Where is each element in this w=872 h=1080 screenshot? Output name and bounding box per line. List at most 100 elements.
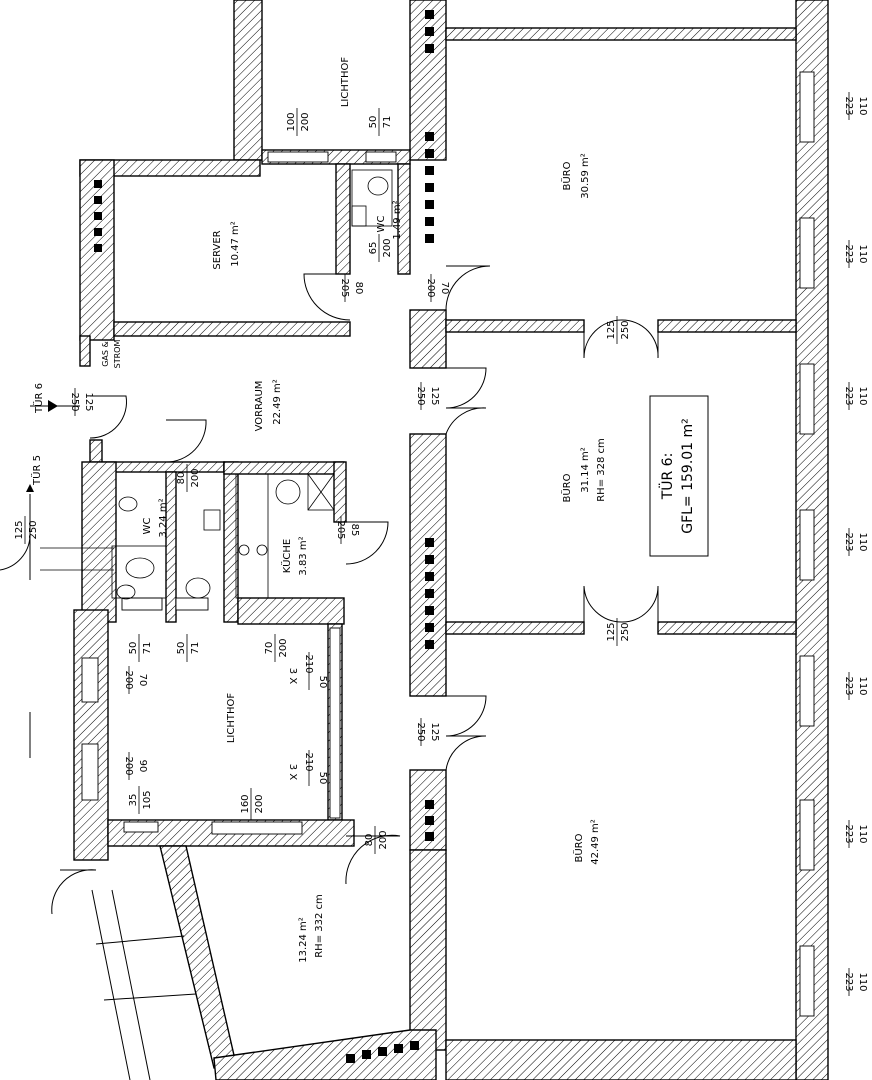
room-lichthof-top-name: LICHTHOF — [340, 57, 351, 108]
fixtures — [40, 169, 393, 600]
room-wc-left-area: 3.24 m² — [158, 498, 169, 537]
dim-rwin-1-h: 223 — [843, 96, 854, 115]
dim-buero-div-door-2-h: 250 — [620, 622, 631, 641]
dim-buero1-door-w: 70 — [439, 282, 450, 295]
wall-buero-div-1b — [657, 319, 797, 333]
dim-rwin-2-w: 110 — [857, 244, 868, 263]
dim-kueche-door-h: 205 — [335, 520, 346, 539]
dim-buero-div-door-1-w: 125 — [606, 320, 617, 339]
dim-tuer6-door-w: 125 — [83, 392, 94, 411]
dim-lichthof-left-win-2-h: 200 — [123, 756, 134, 775]
room-wc-top-area: 1.49 m² — [392, 200, 403, 239]
shaft-markers — [94, 10, 434, 1063]
wall-bottom-left — [159, 845, 237, 1069]
dim-rwin-7-h: 223 — [843, 972, 854, 991]
dim-lichthof-window-h: 200 — [300, 112, 311, 131]
dimensions: 100 200 50 71 65 200 205 80 200 70 125 2… — [14, 92, 868, 996]
dim-lichthof-right-2-h: 210 — [303, 752, 314, 771]
wall-left-upper — [79, 335, 91, 367]
dim-wc-door-w: 65 — [368, 242, 379, 255]
dim-wc-left-door-w: 80 — [176, 472, 187, 485]
room-bottom-height: RH= 332 cm — [314, 894, 325, 958]
wall-server-bottom — [113, 321, 351, 337]
dim-bottom-door-h: 200 — [378, 830, 389, 849]
room-vorraum-area: 22.49 m² — [272, 379, 283, 425]
dim-wc-win-1-h: 71 — [142, 642, 153, 655]
windows — [81, 71, 815, 1017]
dim-buero1-door-h: 200 — [425, 278, 436, 297]
wall-server-right — [335, 163, 351, 275]
room-bottom-area: 13.24 m² — [298, 917, 309, 963]
label-tuer6: TÜR 6 — [32, 383, 45, 414]
wall-buero-div-1a — [445, 319, 585, 333]
room-kueche-name: KÜCHE — [280, 539, 293, 573]
room-vorraum-name: VORRAUM — [254, 381, 265, 432]
dim-buero2-door-h: 250 — [415, 386, 426, 405]
dim-wc-win-1-w: 50 — [128, 642, 139, 655]
room-buero-1-area: 30.59 m² — [580, 153, 591, 199]
dim-wc-win-2-w: 50 — [176, 642, 187, 655]
dim-server-door-w: 80 — [353, 282, 364, 295]
dim-rwin-5-w: 110 — [857, 676, 868, 695]
wall-top-buero — [445, 27, 797, 41]
dim-wc-window-w: 50 — [368, 116, 379, 129]
dim-lichthof-left-win-1-h: 200 — [123, 670, 134, 689]
label-tuer5: TÜR 5 — [30, 455, 43, 486]
wall-buero-div-2a — [445, 621, 585, 635]
dim-lichthof-right-1-h: 210 — [303, 654, 314, 673]
dim-rwin-3-h: 223 — [843, 386, 854, 405]
dim-lichthof-big-win-h: 200 — [254, 794, 265, 813]
room-lichthof-mid-name: LICHTHOF — [226, 693, 237, 744]
summary-gfl: GFL= 159.01 m² — [680, 418, 696, 534]
room-wc-left-name: WC — [142, 518, 153, 535]
dim-tuer5-door-w: 125 — [14, 520, 25, 539]
dim-lichthof-window-w: 100 — [286, 112, 297, 131]
wall-pillar-4 — [409, 849, 447, 1051]
room-buero-2-height: RH= 328 cm — [596, 438, 607, 502]
dim-wc-door-h: 200 — [382, 238, 393, 257]
dim-buero3-door-w: 125 — [429, 722, 440, 741]
wall-pillar-2 — [409, 433, 447, 697]
dim-lichthof-right-2-x: 3 X — [287, 764, 298, 781]
summary-box — [649, 395, 709, 557]
dim-kueche-win-h: 200 — [278, 638, 289, 657]
wall-kueche-bottom — [237, 597, 345, 625]
label-strom: STROM — [113, 340, 122, 369]
dim-lichthof-right-1-w: 50 — [317, 676, 328, 689]
dim-lichthof-left-win-2-w: 90 — [137, 760, 148, 773]
dim-buero2-door-w: 125 — [429, 386, 440, 405]
wall-bottom-right — [445, 1039, 797, 1080]
dim-kueche-win-w: 70 — [264, 642, 275, 655]
wall-kueche-top — [223, 461, 345, 475]
dim-lichthof-big-win-w: 160 — [240, 794, 251, 813]
room-buero-3-area: 42.49 m² — [590, 819, 601, 865]
dim-tuer5-door-h: 250 — [28, 520, 39, 539]
room-buero-2-name: BÜRO — [560, 473, 573, 502]
wall-wc-top-right — [397, 163, 411, 275]
wall-wc-block-left — [81, 461, 117, 623]
wall-kueche-right — [333, 461, 347, 523]
dim-buero3-door-h: 250 — [415, 722, 426, 741]
entry-markers — [0, 400, 197, 1080]
dim-buero-div-door-1-h: 250 — [620, 320, 631, 339]
dim-lichthof-right-1-x: 3 X — [287, 668, 298, 685]
dim-rwin-7-w: 110 — [857, 972, 868, 991]
dim-bottom-door-w: 80 — [364, 834, 375, 847]
dim-rwin-1-w: 110 — [857, 96, 868, 115]
wall-buero-div-2b — [657, 621, 797, 635]
dim-tuer6-door-h: 250 — [69, 392, 80, 411]
dim-rwin-2-h: 223 — [843, 244, 854, 263]
dim-rwin-4-w: 110 — [857, 532, 868, 551]
room-wc-top-name: WC — [376, 216, 387, 233]
doors — [51, 265, 659, 915]
dim-wc-win-2-h: 71 — [190, 642, 201, 655]
dim-rwin-6-h: 223 — [843, 824, 854, 843]
room-buero-2-area: 31.14 m² — [580, 447, 591, 493]
room-buero-1-name: BÜRO — [560, 161, 573, 190]
dim-server-door-h: 205 — [339, 278, 350, 297]
dim-rwin-5-h: 223 — [843, 676, 854, 695]
label-gas: GAS & — [101, 341, 110, 367]
room-server-area: 10.47 m² — [230, 221, 241, 267]
dim-kueche-door-w: 85 — [349, 524, 360, 537]
